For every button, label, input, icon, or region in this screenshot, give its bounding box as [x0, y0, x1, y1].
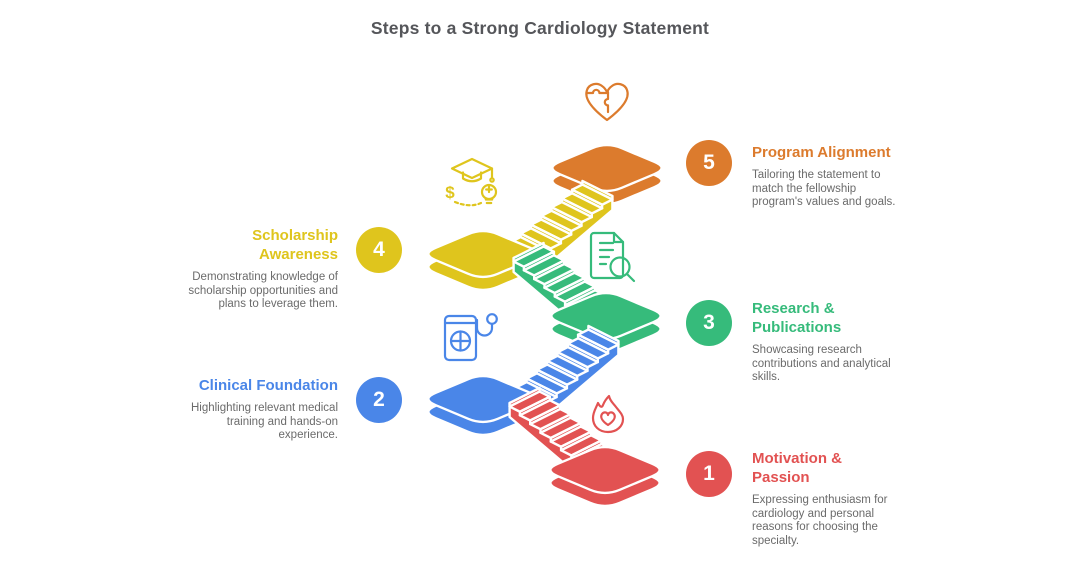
step-3-badge: 3 — [686, 300, 732, 346]
document-magnifier-icon — [589, 231, 636, 283]
step-5-description: Tailoring the statement to match the fel… — [752, 169, 896, 208]
step-5-title: Program Alignment — [752, 144, 891, 161]
step-1-title: Motivation & Passion — [752, 450, 842, 486]
step-3-description: Showcasing research contributions and an… — [752, 344, 891, 383]
step-3-title: Research & Publications — [752, 300, 842, 336]
step-4-description: Demonstrating knowledge of scholarship o… — [188, 271, 338, 310]
step-4-title: Scholarship Awareness — [252, 227, 338, 263]
step-3-text-block: Research & Publications Showcasing resea… — [752, 299, 902, 385]
step-2-title: Clinical Foundation — [198, 377, 338, 394]
step-1-description: Expressing enthusiasm for cardiology and… — [752, 494, 888, 547]
step-2-description: Highlighting relevant medical training a… — [190, 402, 338, 441]
step-4-text-block: Scholarship Awareness Demonstrating know… — [168, 226, 338, 312]
step-2-badge: 2 — [356, 377, 402, 423]
heart-puzzle-icon — [585, 82, 629, 122]
flame-heart-icon — [591, 394, 625, 434]
page-title: Steps to a Strong Cardiology Statement — [370, 18, 710, 38]
platform-step-2 — [427, 374, 539, 437]
step-5-text-block: Program Alignment Tailoring the statemen… — [752, 143, 902, 210]
step-4-badge: 4 — [356, 227, 402, 273]
svg-text:$: $ — [445, 183, 455, 202]
step-1-text-block: Motivation & Passion Expressing enthusia… — [752, 449, 902, 548]
step-1-badge: 1 — [686, 451, 732, 497]
graduation-cap-dollar-bulb-icon: $ — [445, 157, 498, 207]
step-5-badge: 5 — [686, 140, 732, 186]
platform-step-1 — [549, 445, 661, 508]
medical-book-stethoscope-icon — [443, 313, 498, 362]
step-2-text-block: Clinical Foundation Highlighting relevan… — [168, 376, 338, 443]
